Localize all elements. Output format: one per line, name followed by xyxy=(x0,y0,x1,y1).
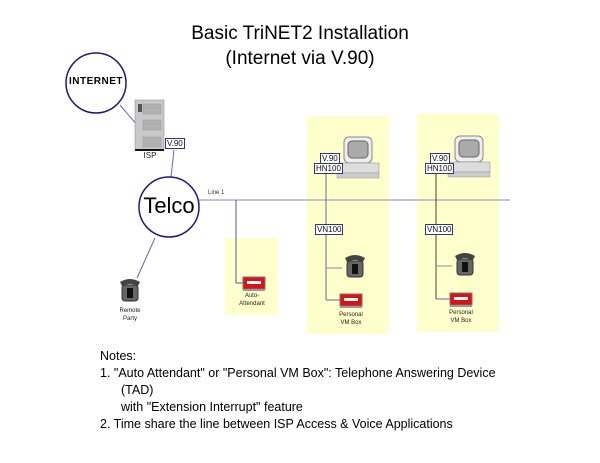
notes-block: Notes: 1. "Auto Attendant" or "Personal … xyxy=(100,348,496,433)
computer-icon-1 xyxy=(336,136,380,179)
personal-vm-box-label-1: Personal VM Box xyxy=(339,312,363,326)
internet-label: INTERNET xyxy=(69,76,123,87)
internet-isp-link xyxy=(119,104,138,126)
telephone-icon-2 xyxy=(455,253,475,276)
line1-label: Line 1 xyxy=(208,190,225,196)
auto-attendant-label: Auto- Attendant xyxy=(239,293,265,307)
computer-icon-2 xyxy=(447,135,491,178)
note-item: 1. "Auto Attendant" or "Personal VM Box"… xyxy=(100,366,496,380)
isp-v90-tag: V.90 xyxy=(165,138,185,149)
telco-label: Telco xyxy=(143,193,195,218)
station2-hn100-tag: HN100 xyxy=(425,163,454,174)
station2-vn100-tag: VN100 xyxy=(425,224,454,235)
note-item: (TAD) xyxy=(121,383,154,397)
answering-machine-icon-auto xyxy=(242,276,266,291)
telephone-icon-1 xyxy=(345,255,365,278)
auto-attendant-drop xyxy=(235,200,243,284)
personal-vm-box-label-2: Personal VM Box xyxy=(449,310,473,324)
answering-machine-icon-2 xyxy=(449,292,473,307)
telco-remote-link xyxy=(136,237,156,279)
note-item: 2. Time share the line between ISP Acces… xyxy=(100,417,453,431)
isp-label: ISP xyxy=(143,151,157,160)
diagram-title-line1: Basic TriNET2 Installation xyxy=(191,23,409,44)
station1-vn100-tag: VN100 xyxy=(315,224,344,235)
telephone-icon-remote xyxy=(120,279,140,302)
telco-circle xyxy=(138,176,200,238)
diagram-title-line2: (Internet via V.90) xyxy=(225,48,375,69)
remote-party-label: Remote Party xyxy=(119,308,141,322)
isp-server-icon xyxy=(134,99,165,151)
internet-circle xyxy=(65,52,127,114)
answering-machine-icon-1 xyxy=(339,293,363,308)
notes-heading: Notes: xyxy=(100,349,137,363)
note-item: with "Extension Interrupt" feature xyxy=(121,400,303,414)
isp-telco-link xyxy=(170,149,175,178)
station1-hn100-tag: HN100 xyxy=(314,163,343,174)
